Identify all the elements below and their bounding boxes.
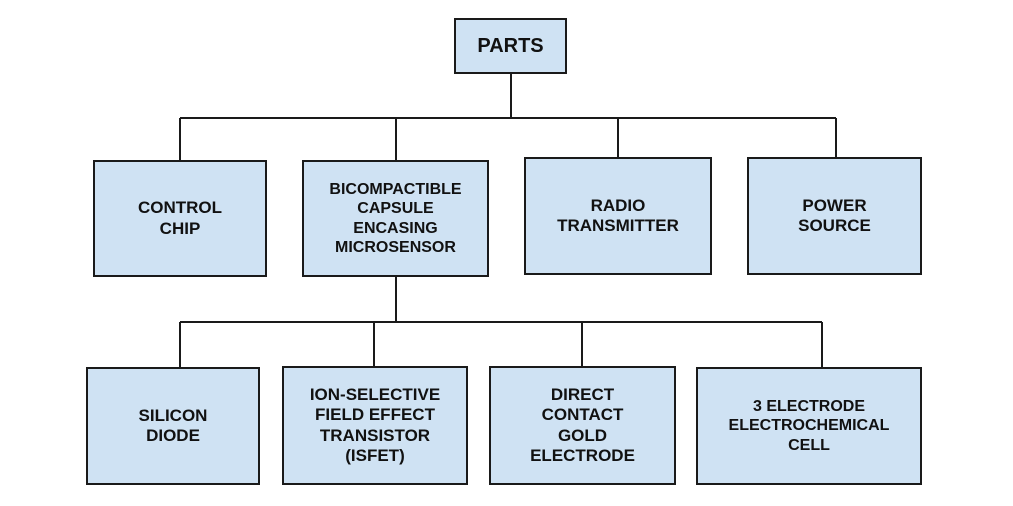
node-radio-transmitter: RADIO TRANSMITTER <box>524 157 712 275</box>
node-parts: PARTS <box>454 18 567 74</box>
node-gold-electrode-label: DIRECT CONTACT GOLD ELECTRODE <box>530 384 635 465</box>
node-parts-label: PARTS <box>477 35 544 57</box>
node-electrochemical-cell: 3 ELECTRODE ELECTROCHEMICAL CELL <box>696 367 922 485</box>
node-power-source-label: POWER SOURCE <box>798 195 871 235</box>
node-radio-transmitter-label: RADIO TRANSMITTER <box>557 195 679 235</box>
node-silicon-diode-label: SILICON DIODE <box>138 405 208 445</box>
node-silicon-diode: SILICON DIODE <box>86 367 260 485</box>
node-power-source: POWER SOURCE <box>747 157 922 275</box>
node-bicompactible-capsule: BICOMPACTIBLE CAPSULE ENCASING MICROSENS… <box>302 160 489 277</box>
node-control-chip: CONTROL CHIP <box>93 160 267 277</box>
node-electrochemical-cell-label: 3 ELECTRODE ELECTROCHEMICAL CELL <box>728 398 890 454</box>
node-control-chip-label: CONTROL CHIP <box>137 198 223 238</box>
node-isfet: ION-SELECTIVE FIELD EFFECT TRANSISTOR (I… <box>282 366 468 485</box>
node-bicompactible-capsule-label: BICOMPACTIBLE CAPSULE ENCASING MICROSENS… <box>329 181 462 256</box>
node-gold-electrode: DIRECT CONTACT GOLD ELECTRODE <box>489 366 676 485</box>
node-isfet-label: ION-SELECTIVE FIELD EFFECT TRANSISTOR (I… <box>309 384 441 465</box>
